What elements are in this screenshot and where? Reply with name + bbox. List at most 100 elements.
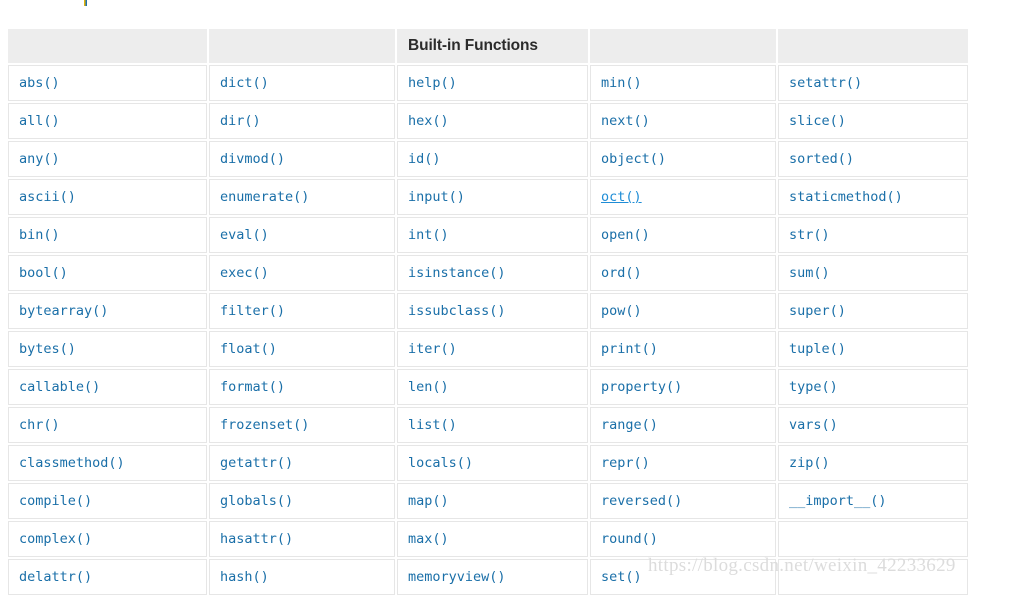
builtin-function-link[interactable]: repr() bbox=[601, 455, 650, 471]
builtin-function-link[interactable]: pow() bbox=[601, 303, 642, 319]
builtin-function-link[interactable]: globals() bbox=[220, 493, 294, 509]
builtin-function-link[interactable]: locals() bbox=[408, 455, 474, 471]
table-header-cell-4 bbox=[590, 29, 776, 63]
builtin-function-link[interactable]: print() bbox=[601, 341, 658, 357]
builtin-function-link[interactable]: hash() bbox=[220, 569, 269, 585]
table-row: callable() format() len() property() type() bbox=[8, 369, 968, 405]
builtin-function-link[interactable]: next() bbox=[601, 113, 650, 129]
builtin-function-link[interactable]: bytearray() bbox=[19, 303, 109, 319]
builtin-function-link[interactable]: reversed() bbox=[601, 493, 683, 509]
builtin-function-link[interactable]: dir() bbox=[220, 113, 261, 129]
table-cell: getattr() bbox=[209, 445, 395, 481]
builtin-function-link[interactable]: delattr() bbox=[19, 569, 93, 585]
table-body: abs() dict() help() min() setattr() all() dir(… bbox=[8, 65, 968, 595]
builtin-function-link[interactable]: any() bbox=[19, 151, 60, 167]
table-cell: slice() bbox=[778, 103, 968, 139]
table-cell: str() bbox=[778, 217, 968, 253]
builtin-function-link[interactable]: zip() bbox=[789, 455, 830, 471]
builtin-function-link[interactable]: setattr() bbox=[789, 75, 863, 91]
builtin-function-link[interactable]: all() bbox=[19, 113, 60, 129]
builtin-function-link[interactable]: hex() bbox=[408, 113, 449, 129]
builtin-function-link[interactable]: open() bbox=[601, 227, 650, 243]
builtin-function-link[interactable]: len() bbox=[408, 379, 449, 395]
builtin-function-link[interactable]: hasattr() bbox=[220, 531, 294, 547]
table-cell: property() bbox=[590, 369, 776, 405]
builtin-function-link[interactable]: str() bbox=[789, 227, 830, 243]
table-cell: range() bbox=[590, 407, 776, 443]
builtin-function-link[interactable]: sorted() bbox=[789, 151, 855, 167]
builtin-function-link[interactable]: memoryview() bbox=[408, 569, 506, 585]
builtin-function-link[interactable]: property() bbox=[601, 379, 683, 395]
builtin-function-link[interactable]: vars() bbox=[789, 417, 838, 433]
table-cell: bool() bbox=[8, 255, 207, 291]
builtin-function-link[interactable]: oct() bbox=[601, 189, 642, 205]
builtin-function-link[interactable]: __import__() bbox=[789, 493, 887, 509]
builtin-function-link[interactable]: divmod() bbox=[220, 151, 286, 167]
builtin-function-link[interactable]: enumerate() bbox=[220, 189, 310, 205]
builtin-function-link[interactable]: type() bbox=[789, 379, 838, 395]
builtin-function-link[interactable]: abs() bbox=[19, 75, 60, 91]
builtin-function-link[interactable]: range() bbox=[601, 417, 658, 433]
table-cell: print() bbox=[590, 331, 776, 367]
builtin-function-link[interactable]: exec() bbox=[220, 265, 269, 281]
builtin-function-link[interactable]: id() bbox=[408, 151, 441, 167]
builtin-function-link[interactable]: round() bbox=[601, 531, 658, 547]
builtin-function-link[interactable]: bin() bbox=[19, 227, 60, 243]
builtin-function-link[interactable]: callable() bbox=[19, 379, 101, 395]
builtin-function-link[interactable]: set() bbox=[601, 569, 642, 585]
builtin-function-link[interactable]: slice() bbox=[789, 113, 846, 129]
builtin-function-link[interactable]: filter() bbox=[220, 303, 286, 319]
table-cell: bytearray() bbox=[8, 293, 207, 329]
table-row: ascii() enumerate() input() oct() staticmeth… bbox=[8, 179, 968, 215]
table-cell: eval() bbox=[209, 217, 395, 253]
table-cell: open() bbox=[590, 217, 776, 253]
builtin-function-link[interactable]: issubclass() bbox=[408, 303, 506, 319]
builtin-function-link[interactable]: map() bbox=[408, 493, 449, 509]
builtin-function-link[interactable]: ord() bbox=[601, 265, 642, 281]
table-cell: complex() bbox=[8, 521, 207, 557]
builtin-function-link[interactable]: sum() bbox=[789, 265, 830, 281]
builtin-function-link[interactable]: frozenset() bbox=[220, 417, 310, 433]
builtin-function-link[interactable]: complex() bbox=[19, 531, 93, 547]
builtin-function-link[interactable]: isinstance() bbox=[408, 265, 506, 281]
table-cell: max() bbox=[397, 521, 588, 557]
builtin-function-link[interactable]: help() bbox=[408, 75, 457, 91]
builtin-function-link[interactable]: iter() bbox=[408, 341, 457, 357]
builtin-function-link[interactable]: min() bbox=[601, 75, 642, 91]
table-cell: zip() bbox=[778, 445, 968, 481]
builtin-function-link[interactable]: eval() bbox=[220, 227, 269, 243]
table-cell: divmod() bbox=[209, 141, 395, 177]
builtin-function-link[interactable]: bytes() bbox=[19, 341, 76, 357]
builtin-function-link[interactable]: object() bbox=[601, 151, 667, 167]
table-cell: any() bbox=[8, 141, 207, 177]
builtin-function-link[interactable]: ascii() bbox=[19, 189, 76, 205]
builtin-function-link[interactable]: compile() bbox=[19, 493, 93, 509]
builtin-function-link[interactable]: list() bbox=[408, 417, 457, 433]
table-cell: delattr() bbox=[8, 559, 207, 595]
table-cell: pow() bbox=[590, 293, 776, 329]
table-cell: isinstance() bbox=[397, 255, 588, 291]
table-cell: sorted() bbox=[778, 141, 968, 177]
table-row: bool() exec() isinstance() ord() sum() bbox=[8, 255, 968, 291]
table-cell: id() bbox=[397, 141, 588, 177]
builtin-function-link[interactable]: chr() bbox=[19, 417, 60, 433]
table-cell: ord() bbox=[590, 255, 776, 291]
table-cell: reversed() bbox=[590, 483, 776, 519]
table-cell: set() bbox=[590, 559, 776, 595]
table-cell: vars() bbox=[778, 407, 968, 443]
table-row: abs() dict() help() min() setattr() bbox=[8, 65, 968, 101]
builtin-function-link[interactable]: staticmethod() bbox=[789, 189, 903, 205]
builtin-function-link[interactable]: super() bbox=[789, 303, 846, 319]
builtin-function-link[interactable]: classmethod() bbox=[19, 455, 125, 471]
builtin-function-link[interactable]: tuple() bbox=[789, 341, 846, 357]
builtin-function-link[interactable]: max() bbox=[408, 531, 449, 547]
builtin-function-link[interactable]: float() bbox=[220, 341, 277, 357]
table-header: Built-in Functions bbox=[8, 29, 968, 63]
builtin-function-link[interactable]: format() bbox=[220, 379, 286, 395]
builtin-function-link[interactable]: dict() bbox=[220, 75, 269, 91]
builtin-function-link[interactable]: int() bbox=[408, 227, 449, 243]
builtin-function-link[interactable]: input() bbox=[408, 189, 465, 205]
builtin-function-link[interactable]: getattr() bbox=[220, 455, 294, 471]
builtin-function-link[interactable]: bool() bbox=[19, 265, 68, 281]
table-row: delattr() hash() memoryview() set() bbox=[8, 559, 968, 595]
